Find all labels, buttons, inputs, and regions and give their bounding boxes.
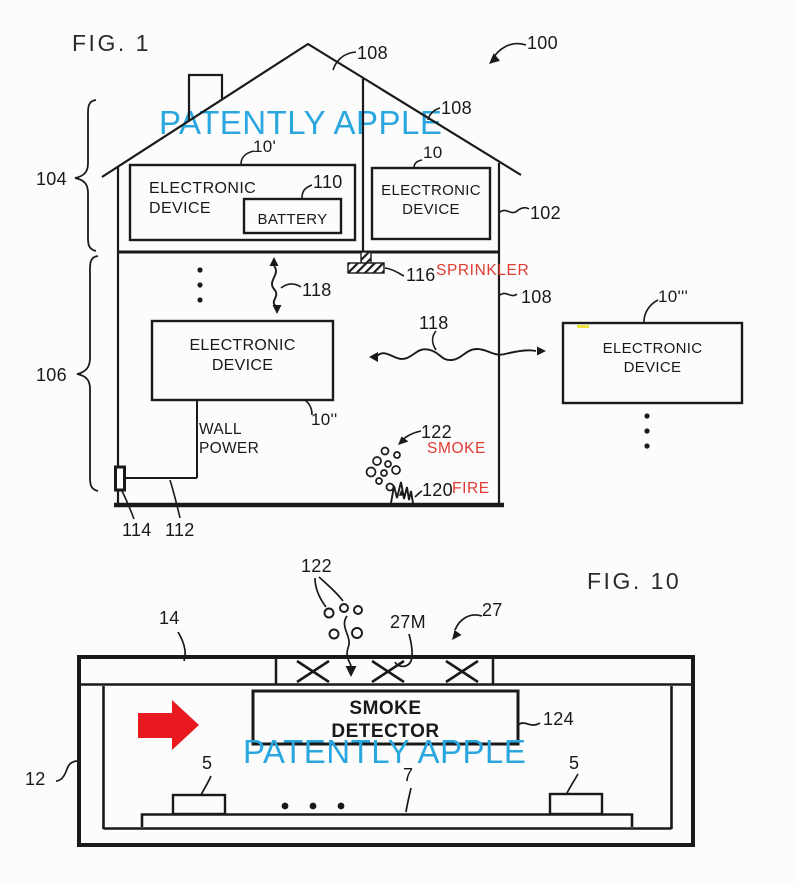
smoke-particles-fig1 xyxy=(365,446,401,492)
ref-12: 12 xyxy=(25,769,46,789)
device-boxes xyxy=(128,163,744,405)
ref-124: 124 xyxy=(543,709,574,729)
sensor-box-left xyxy=(171,793,227,816)
detector-housing xyxy=(77,655,695,847)
ref-104: 104 xyxy=(36,169,67,189)
sprinkler-text: SPRINKLER xyxy=(436,262,530,279)
arrowhead-122 xyxy=(398,436,409,445)
sprinkler-icon xyxy=(347,251,385,274)
wireless-arrow-horizontal xyxy=(376,348,537,361)
ref-7: 7 xyxy=(403,765,414,785)
ref-10-triple-prime: 10''' xyxy=(658,287,689,306)
ref-116: 116 xyxy=(406,265,436,285)
base-dots xyxy=(281,802,345,810)
fig10-leaders xyxy=(55,576,579,813)
ellipsis-dots-interior xyxy=(197,267,203,303)
fig1-title: FIG. 1 xyxy=(72,30,151,56)
highlight-artifact xyxy=(577,325,589,328)
device-box-exterior xyxy=(561,321,744,405)
wall-outlet-icon xyxy=(114,465,126,492)
smoke-detector-box xyxy=(251,689,520,746)
device-upper-right-text: ELECTRONIC DEVICE xyxy=(381,182,481,218)
sensor-box-right xyxy=(548,792,604,816)
fig10-title: FIG. 10 xyxy=(587,568,682,594)
wireless-arrow-vertical xyxy=(271,265,278,307)
ref-118-horizontal: 118 xyxy=(419,313,449,333)
brace-106 xyxy=(76,255,99,492)
ref-10-prime: 10' xyxy=(253,137,277,156)
base-plate xyxy=(140,813,634,827)
ref-100: 100 xyxy=(527,33,558,53)
smoke-particles-fig10 xyxy=(323,603,363,640)
arrowhead-100 xyxy=(489,53,500,64)
device-lower-text: ELECTRONIC DEVICE xyxy=(189,337,296,374)
power-cord-line xyxy=(125,400,198,479)
ref-10: 10 xyxy=(423,143,443,162)
ref-27: 27 xyxy=(482,600,503,620)
ref-14: 14 xyxy=(159,608,180,628)
ref-108-upper: 108 xyxy=(441,98,472,118)
device-box-upper-right xyxy=(370,166,492,241)
ref-110: 110 xyxy=(313,172,343,192)
smoke-text: SMOKE xyxy=(427,440,486,457)
ref-120: 120 xyxy=(422,480,453,500)
fire-icon xyxy=(390,481,414,504)
house-outline xyxy=(101,42,522,508)
arrowhead-27 xyxy=(452,630,462,640)
brace-104 xyxy=(74,99,97,252)
ref-122-fig1: 122 xyxy=(421,422,452,442)
battery-text: BATTERY xyxy=(257,211,328,228)
roof xyxy=(101,42,522,178)
device-upper-left-text: ELECTRONIC DEVICE xyxy=(149,180,257,217)
arrowhead-right xyxy=(537,346,546,356)
arrowhead-left xyxy=(369,352,378,362)
ref-106: 106 xyxy=(36,365,67,385)
battery-box xyxy=(242,197,343,235)
device-box-lower xyxy=(150,319,335,402)
device-box-upper-left xyxy=(128,163,357,242)
arrowhead-up xyxy=(269,257,279,266)
watermark-fig10: PATENTLY APPLE xyxy=(243,733,527,770)
arrowhead-down xyxy=(272,305,282,314)
ref-108-lower: 108 xyxy=(521,287,552,307)
red-arrow-icon xyxy=(138,700,199,750)
ref-5-right: 5 xyxy=(569,753,580,773)
ref-114: 114 xyxy=(122,520,152,540)
ellipsis-dots-exterior xyxy=(644,413,650,449)
smoke-detector-text: SMOKE DETECTOR xyxy=(331,698,440,742)
ref-102: 102 xyxy=(530,203,561,223)
watermark-fig1: PATENTLY APPLE xyxy=(159,104,443,141)
ref-122-fig10: 122 xyxy=(301,556,332,576)
ref-10-double-prime: 10'' xyxy=(311,410,338,429)
ref-5-left: 5 xyxy=(202,753,213,773)
fire-text: FIRE xyxy=(452,480,490,497)
mesh-x-marks xyxy=(296,659,479,684)
ref-108-roof: 108 xyxy=(357,43,388,63)
arrowhead-smoke-entry xyxy=(345,666,357,677)
device-exterior-text: ELECTRONIC DEVICE xyxy=(602,340,703,376)
wall-power-text: WALL POWER xyxy=(199,421,260,457)
ref-112: 112 xyxy=(165,520,195,540)
ref-27m: 27M xyxy=(390,612,426,632)
ref-118-vertical: 118 xyxy=(302,280,332,300)
housing-outer-box xyxy=(77,655,695,847)
chimney xyxy=(187,73,224,121)
